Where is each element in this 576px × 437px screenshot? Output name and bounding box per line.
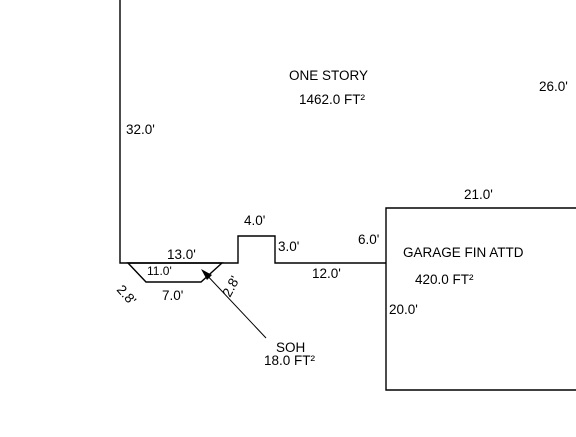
dim-lower-wall: 12.0' — [312, 266, 341, 281]
garage-area: 420.0 FT² — [415, 272, 474, 287]
soh-outline — [126, 262, 224, 283]
one-story-outline — [119, 0, 386, 264]
one-story-label: ONE STORY — [289, 68, 368, 83]
dim-soh-bottom: 7.0' — [162, 288, 183, 303]
soh-area: 18.0 FT² — [264, 353, 316, 368]
dim-right-wall: 26.0' — [539, 79, 568, 94]
dim-garage-top: 21.0' — [464, 187, 493, 202]
dim-bump-top: 4.0' — [244, 213, 265, 228]
garage-outline — [385, 207, 576, 391]
garage-label: GARAGE FIN ATTD — [403, 245, 524, 260]
soh-label: SOH — [276, 340, 305, 355]
soh-pointer-arrowhead — [201, 269, 212, 280]
dim-wall-segment: 13.0' — [167, 247, 196, 262]
one-story-area: 1462.0 FT² — [299, 92, 366, 107]
dim-soh-right-side: 2.8' — [219, 274, 242, 300]
dim-soh-left-side: 2.8' — [114, 282, 139, 308]
dim-garage-left: 20.0' — [389, 302, 418, 317]
dim-step: 6.0' — [358, 232, 379, 247]
dim-soh-top: 11.0' — [147, 264, 172, 278]
soh-pointer-line — [202, 270, 267, 339]
dim-bump-right: 3.0' — [278, 239, 299, 254]
dim-left-wall: 32.0' — [126, 122, 155, 137]
